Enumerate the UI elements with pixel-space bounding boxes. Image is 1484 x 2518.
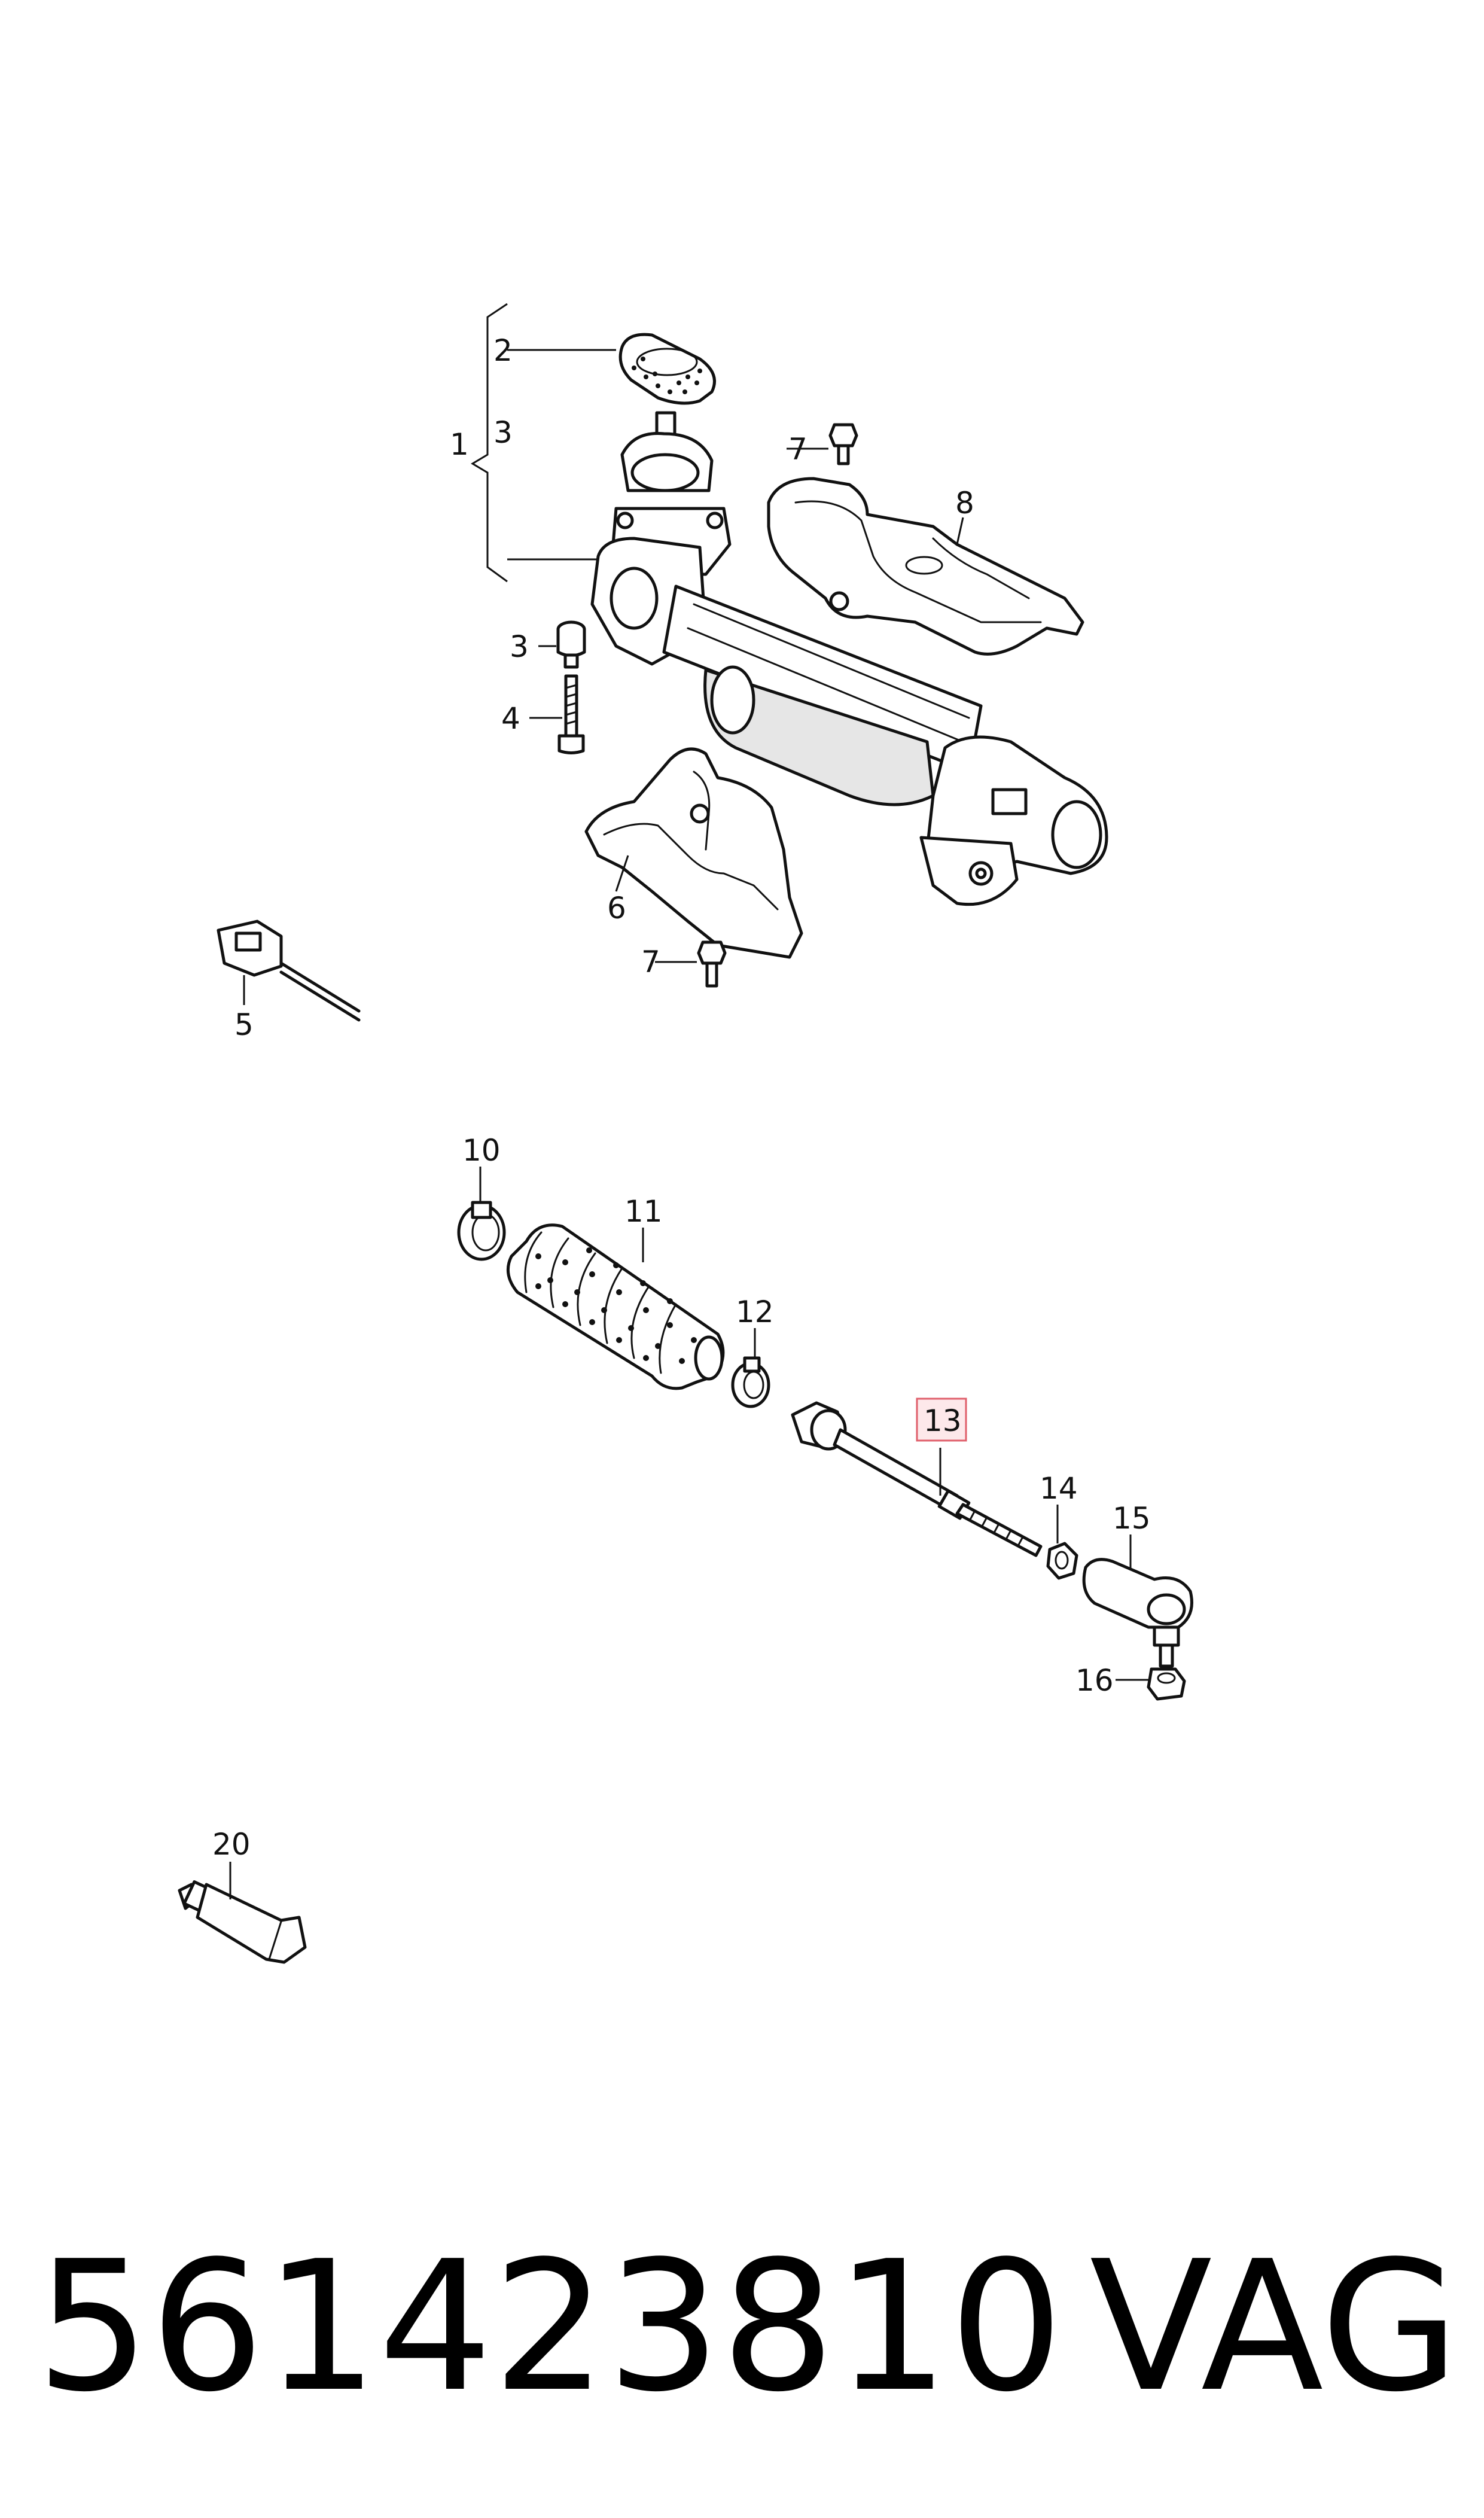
part-12-clamp xyxy=(731,1356,770,1408)
assembly-bracket-1 xyxy=(471,303,616,583)
callout-3-bolt: 3 xyxy=(510,629,529,664)
part-1-steering-rack xyxy=(590,411,1108,906)
part-15-tie-rod-end xyxy=(1082,1558,1193,1668)
callout-1: 1 xyxy=(450,427,469,462)
callout-2: 2 xyxy=(493,333,513,368)
callout-14: 14 xyxy=(1040,1471,1078,1506)
part-7-bolt-lower xyxy=(697,940,727,988)
callout-labels: 1 2 3 7 8 3 4 6 7 5 10 11 12 13 14 15 16… xyxy=(212,333,1151,1862)
brand-name: VAG xyxy=(1089,2222,1459,2431)
part-5-sensor-connector xyxy=(217,919,361,1022)
part-11-bellows-boot xyxy=(506,1223,725,1390)
callout-3: 3 xyxy=(493,415,513,450)
part-4-long-bolt xyxy=(557,674,585,754)
part-20-grease-tube xyxy=(178,1880,307,1964)
callout-13-highlight xyxy=(916,1397,967,1442)
callout-20: 20 xyxy=(212,1827,251,1862)
part-7-bolt-upper xyxy=(828,423,858,465)
part-2-rubber-mount xyxy=(618,333,716,405)
callout-13: 13 xyxy=(924,1403,962,1438)
callout-11: 11 xyxy=(624,1194,663,1229)
callout-10: 10 xyxy=(462,1133,501,1168)
leader-lines xyxy=(229,447,1148,1899)
part-16-nut xyxy=(1147,1667,1186,1701)
callout-4: 4 xyxy=(501,701,520,736)
callout-16: 16 xyxy=(1075,1663,1114,1698)
part-number: 561423810 xyxy=(36,2222,1064,2431)
part-10-clamp xyxy=(457,1201,506,1261)
part-6-heat-shield xyxy=(584,747,803,959)
callout-5: 5 xyxy=(234,1007,254,1042)
part-3-bolt xyxy=(556,620,586,669)
callout-6: 6 xyxy=(607,891,626,925)
callout-7-lower: 7 xyxy=(641,945,660,979)
footer-caption: 561423810 VAG xyxy=(36,2225,1459,2429)
callout-15: 15 xyxy=(1113,1501,1151,1536)
part-13-tie-rod xyxy=(791,1401,1043,1557)
part-14-lock-nut xyxy=(1046,1542,1078,1580)
callout-8: 8 xyxy=(955,486,974,520)
callout-7-upper: 7 xyxy=(788,432,807,467)
part-8-heat-shield xyxy=(767,477,1084,656)
callout-12: 12 xyxy=(736,1295,774,1329)
